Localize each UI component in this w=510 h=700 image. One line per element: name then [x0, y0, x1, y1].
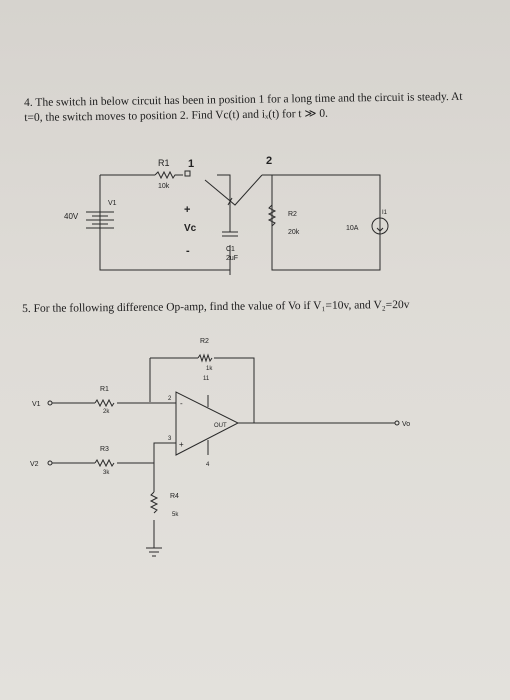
c1-pos2: 2 — [266, 155, 272, 167]
c1-plus: + — [184, 204, 190, 216]
c2-v1-label: V1 — [32, 401, 41, 408]
op-amp — [175, 391, 240, 456]
c1-capacitor — [222, 231, 238, 237]
switch — [204, 174, 263, 206]
r2-resistor — [267, 204, 277, 227]
c1-i1-value: 10A — [346, 225, 359, 232]
c2-pin3: 3 — [168, 436, 172, 442]
c1-v1-label: V1 — [108, 200, 117, 207]
c1-minus: - — [186, 245, 190, 257]
c2-r1-label: R1 — [100, 386, 109, 393]
c1-vc-label: Vc — [184, 223, 197, 234]
c2-r4-value: 5k — [172, 512, 179, 518]
r2-resistor-opamp — [197, 353, 213, 363]
c2-pin11: 11 — [203, 376, 210, 382]
c1-r2-label: R2 — [288, 211, 297, 218]
c1-r1-label: R1 — [158, 158, 170, 168]
ground-icon — [146, 547, 162, 557]
r3-resistor-opamp — [94, 458, 115, 468]
v1-terminal — [47, 400, 53, 406]
r1-resistor-opamp — [94, 398, 115, 408]
c2-out-label: OUT — [214, 423, 227, 429]
c2-r4-label: R4 — [170, 493, 179, 500]
r1-resistor — [154, 170, 183, 180]
c1-i1-label: I1 — [382, 210, 388, 216]
i1-current-source — [371, 217, 389, 235]
c1-c1-value: 2uF — [226, 255, 238, 262]
v2-terminal — [47, 460, 53, 466]
c1-r1-value: 10k — [158, 183, 170, 190]
c2-r3-value: 3k — [103, 470, 110, 476]
c2-vo-label: Vo — [402, 421, 410, 428]
c2-pin-minus: - — [180, 399, 183, 408]
vo-terminal — [394, 420, 400, 426]
c2-r1-value: 2k — [103, 409, 110, 415]
c1-pos1: 1 — [188, 158, 194, 170]
c2-pin2: 2 — [168, 396, 172, 402]
c2-r3-label: R3 — [100, 446, 109, 453]
c1-v1-value: 40V — [64, 212, 79, 221]
r4-resistor-opamp — [149, 491, 159, 514]
c2-pin-plus: + — [179, 440, 184, 449]
c2-r2-label: R2 — [200, 338, 209, 345]
c2-v2-label: V2 — [30, 461, 39, 468]
c2-pin4: 4 — [206, 462, 210, 468]
c2-r2-value: 1k — [206, 366, 213, 372]
c1-r2-value: 20k — [288, 229, 300, 236]
c1-c1-label: C1 — [226, 246, 235, 253]
